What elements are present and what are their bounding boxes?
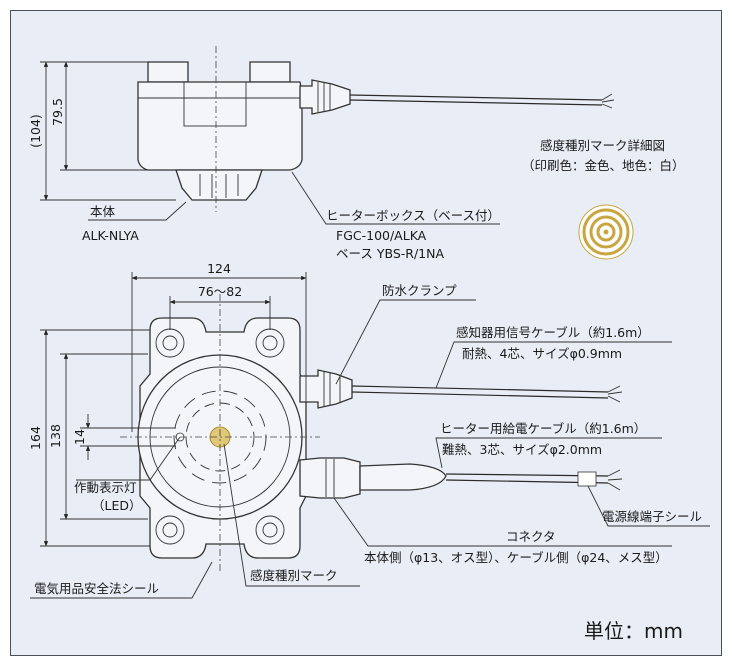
leader-connector (333, 497, 672, 547)
label-power-seal: 電源線端子シール (602, 509, 702, 524)
power-terminal-seal (577, 471, 597, 487)
dim-hole-pitch: 76〜82 (198, 284, 242, 299)
leader-led (76, 436, 181, 481)
leader-heater-box (291, 171, 500, 225)
side-lug-left (147, 61, 189, 83)
mark-detail-subtitle: （印刷色：金色、地色：白） (522, 158, 685, 173)
side-view: (104) 79.5 本体 ALK-NLYA ヒーターボックス（ベース付） FG… (28, 46, 615, 261)
leader-signal-cable (435, 341, 672, 389)
side-sensor-head (175, 169, 263, 201)
label-heater-cable: ヒーター用給電ケーブル（約1.6m） (440, 421, 646, 436)
leader-safety-seal (30, 561, 213, 599)
top-view: 124 76〜82 164 138 14 防水クランプ 感知器用信号ケーブル（約… (28, 261, 710, 599)
dim-body-height: 79.5 (50, 98, 65, 126)
dim-inner: 138 (48, 424, 63, 448)
dim-small: 14 (72, 429, 87, 445)
label-heater-model-2: ベース YBS-R/1NA (336, 246, 444, 261)
side-cable (349, 94, 603, 101)
mount-hole-br (255, 515, 285, 545)
mount-hole-bl (155, 515, 185, 545)
side-clamp (299, 79, 351, 115)
label-heater-model-1: FGC-100/ALKA (336, 228, 427, 243)
side-lug-right (249, 61, 291, 83)
label-body: 本体 (90, 204, 116, 219)
label-heater-cable-spec: 難熱、3芯、サイズφ2.0mm (442, 442, 602, 457)
label-clamp: 防水クランプ (382, 283, 457, 298)
label-led-sub: （LED） (92, 498, 142, 513)
unit-label: 単位：mm (584, 619, 683, 643)
leader-body (88, 201, 187, 221)
leader-heater-cable (435, 437, 662, 469)
mark-detail-title: 感度種別マーク詳細図 (540, 138, 665, 153)
connector (299, 457, 361, 499)
connector-sleeve (359, 463, 447, 491)
dim-overall-height: (104) (28, 114, 43, 148)
label-signal-cable-spec: 耐熱、4芯、サイズφ0.9mm (462, 346, 622, 361)
leader-power-seal (587, 485, 710, 527)
label-connector-spec: 本体側（φ13、オス型）、ケーブル側（φ24、メス型） (364, 550, 668, 565)
mark-detail: 感度種別マーク詳細図 （印刷色：金色、地色：白） (522, 138, 685, 260)
label-safety-seal: 電気用品安全法シール (34, 581, 159, 596)
side-window (183, 81, 247, 127)
label-heater-box: ヒーターボックス（ベース付） (326, 208, 500, 223)
label-signal-cable: 感知器用信号ケーブル（約1.6m） (456, 325, 650, 340)
label-connector: コネクタ (506, 529, 556, 544)
waterproof-clamp (299, 369, 353, 409)
label-sensitivity-mark: 感度種別マーク (250, 568, 338, 583)
dim-width: 124 (207, 261, 231, 276)
label-led: 作動表示灯 (74, 480, 137, 495)
signal-cable (351, 385, 609, 393)
leader-sensitivity-mark (223, 443, 360, 587)
drawing-frame (10, 10, 722, 656)
dim-height: 164 (28, 426, 43, 450)
label-body-model: ALK-NLYA (82, 228, 139, 243)
leader-clamp (335, 299, 476, 385)
